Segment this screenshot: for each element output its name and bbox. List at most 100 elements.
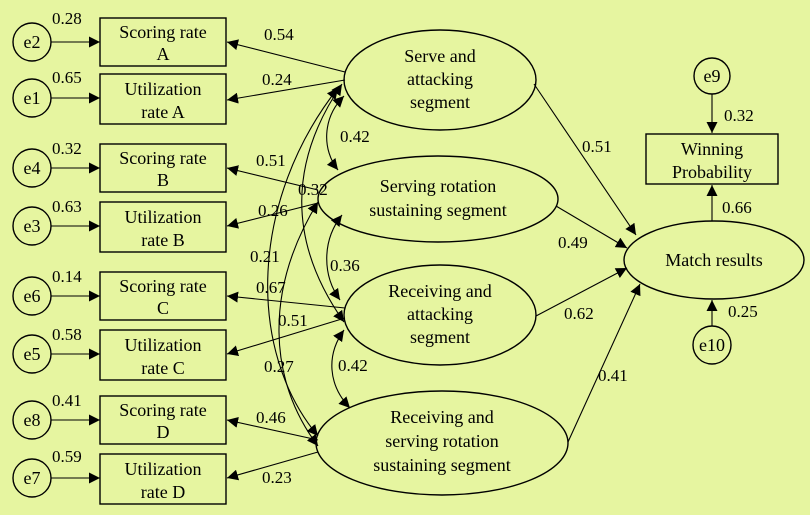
indicator-line2: D (157, 422, 170, 442)
path-serve-attack-to-scoring-a (226, 39, 346, 73)
latent-match-results: Match results (623, 220, 805, 300)
path-recv-attack-to-scoring-c (226, 291, 346, 309)
coef-e2: 0.28 (52, 9, 82, 28)
latent-receiving-and-attacking: Receiving and attacking segment (343, 264, 537, 366)
latent-line3: segment (410, 327, 470, 347)
error-label: e7 (24, 468, 41, 488)
coef-match-winning: 0.66 (722, 198, 752, 217)
error-label: e8 (24, 410, 41, 430)
cov-serve-rot-recv-serve-rot (278, 201, 319, 447)
coef-cov-sa-rs: 0.21 (250, 247, 280, 266)
indicator-scoring-rate-c: Scoring rate C (99, 271, 227, 321)
indicator-line1: Scoring rate (119, 148, 206, 168)
error-label: e4 (24, 158, 41, 178)
indicator-line1: Scoring rate (119, 22, 206, 42)
coef-e7: 0.59 (52, 447, 82, 466)
latent-line2: attacking (407, 304, 473, 324)
path-recv-attack-to-match (535, 267, 628, 317)
path-recv-serve-rot-to-match (567, 283, 641, 443)
coef-cov-sa-ra: 0.32 (298, 180, 328, 199)
indicator-line1: Utilization (125, 207, 202, 227)
coef-serve-attack-scoring-a: 0.54 (264, 25, 294, 44)
indicator-scoring-rate-a: Scoring rate A (99, 17, 227, 67)
coef-cov-sr-ra: 0.36 (330, 256, 360, 275)
indicator-line2: rate D (141, 482, 185, 502)
indicator-line1: Utilization (125, 79, 202, 99)
error-label: e1 (24, 88, 41, 108)
error-e7: e7 (12, 458, 52, 498)
coef-recv-serve-rot-match: 0.41 (598, 366, 628, 385)
indicator-scoring-rate-b: Scoring rate B (99, 143, 227, 193)
path-recv-serve-rot-to-scoring-d (226, 416, 319, 441)
error-e1: e1 (12, 78, 52, 118)
coef-e9: 0.32 (724, 106, 754, 125)
indicator-line1: Utilization (125, 459, 202, 479)
indicator-line2: C (157, 298, 169, 318)
coef-e8: 0.41 (52, 391, 82, 410)
error-label: e2 (24, 32, 41, 52)
coef-recv-attack-util-c: 0.51 (278, 311, 308, 330)
error-label: e6 (24, 286, 41, 306)
latent-line3: segment (410, 92, 470, 112)
indicator-line1: Scoring rate (119, 400, 206, 420)
coef-e10: 0.25 (728, 302, 758, 321)
latent-line1: Serving rotation (380, 176, 496, 196)
latent-line1: Receiving and (390, 407, 493, 427)
error-label: e3 (24, 216, 41, 236)
coef-e3: 0.63 (52, 197, 82, 216)
path-serve-rot-to-util-b (226, 202, 319, 229)
error-label: e5 (24, 344, 41, 364)
coef-recv-serve-rot-util-d: 0.23 (262, 468, 292, 487)
coef-e6: 0.14 (52, 267, 82, 286)
error-e4: e4 (12, 148, 52, 188)
path-serve-attack-to-util-a (226, 79, 346, 104)
coef-serve-rot-util-b: 0.26 (258, 201, 288, 220)
error-label: e9 (704, 66, 721, 86)
coef-cov-sr-rs: 0.27 (264, 357, 294, 376)
coef-serve-attack-util-a: 0.24 (262, 70, 292, 89)
error-label: e10 (699, 335, 725, 355)
error-e10: e10 (692, 325, 732, 365)
error-e9: e9 (693, 57, 731, 95)
path-serve-rot-to-match (555, 205, 628, 249)
error-e3: e3 (12, 206, 52, 246)
error-e6: e6 (12, 276, 52, 316)
error-e8: e8 (12, 400, 52, 440)
latent-line2: sustaining segment (369, 200, 507, 220)
path-recv-serve-rot-to-util-d (226, 451, 319, 481)
indicator-line2: B (157, 170, 169, 190)
error-e2: e2 (12, 22, 52, 62)
indicator-line1: Scoring rate (119, 276, 206, 296)
coef-serve-attack-match: 0.51 (582, 137, 612, 156)
error-e5: e5 (12, 334, 52, 374)
coef-serve-rot-scoring-b: 0.51 (256, 151, 286, 170)
coef-e4: 0.32 (52, 139, 82, 158)
coef-e5: 0.58 (52, 325, 82, 344)
indicator-utilization-rate-a: Utilization rate A (99, 73, 227, 125)
coef-serve-rot-match: 0.49 (558, 233, 588, 252)
path-serve-attack-to-match (533, 83, 637, 236)
indicator-line2: A (157, 44, 170, 64)
match-results-label: Match results (665, 250, 762, 270)
latent-receiving-serving-rotation: Receiving and serving rotation sustainin… (315, 390, 569, 496)
latent-serving-rotation: Serving rotation sustaining segment (317, 155, 559, 243)
indicator-line2: rate A (141, 102, 184, 122)
indicator-line2: rate C (141, 358, 184, 378)
latent-line3: sustaining segment (373, 455, 511, 475)
winning-probability-box: Winning Probability (645, 133, 779, 185)
cov-serve-attack-recv-attack (301, 83, 345, 323)
latent-line1: Serve and (404, 46, 475, 66)
winning-line1: Winning (681, 139, 743, 159)
latent-serve-and-attacking: Serve and attacking segment (343, 29, 537, 131)
winning-line2: Probability (672, 162, 752, 182)
indicator-line1: Utilization (125, 335, 202, 355)
coef-e1: 0.65 (52, 68, 82, 87)
cov-serve-attack-recv-serve-rot (267, 87, 339, 437)
coef-recv-serve-rot-scoring-d: 0.46 (256, 408, 286, 427)
latent-line1: Receiving and (388, 281, 491, 301)
indicator-line2: rate B (141, 230, 184, 250)
coef-cov-ra-rs: 0.42 (338, 356, 368, 375)
indicator-utilization-rate-b: Utilization rate B (99, 201, 227, 253)
coef-cov-sa-sr: 0.42 (340, 127, 370, 146)
